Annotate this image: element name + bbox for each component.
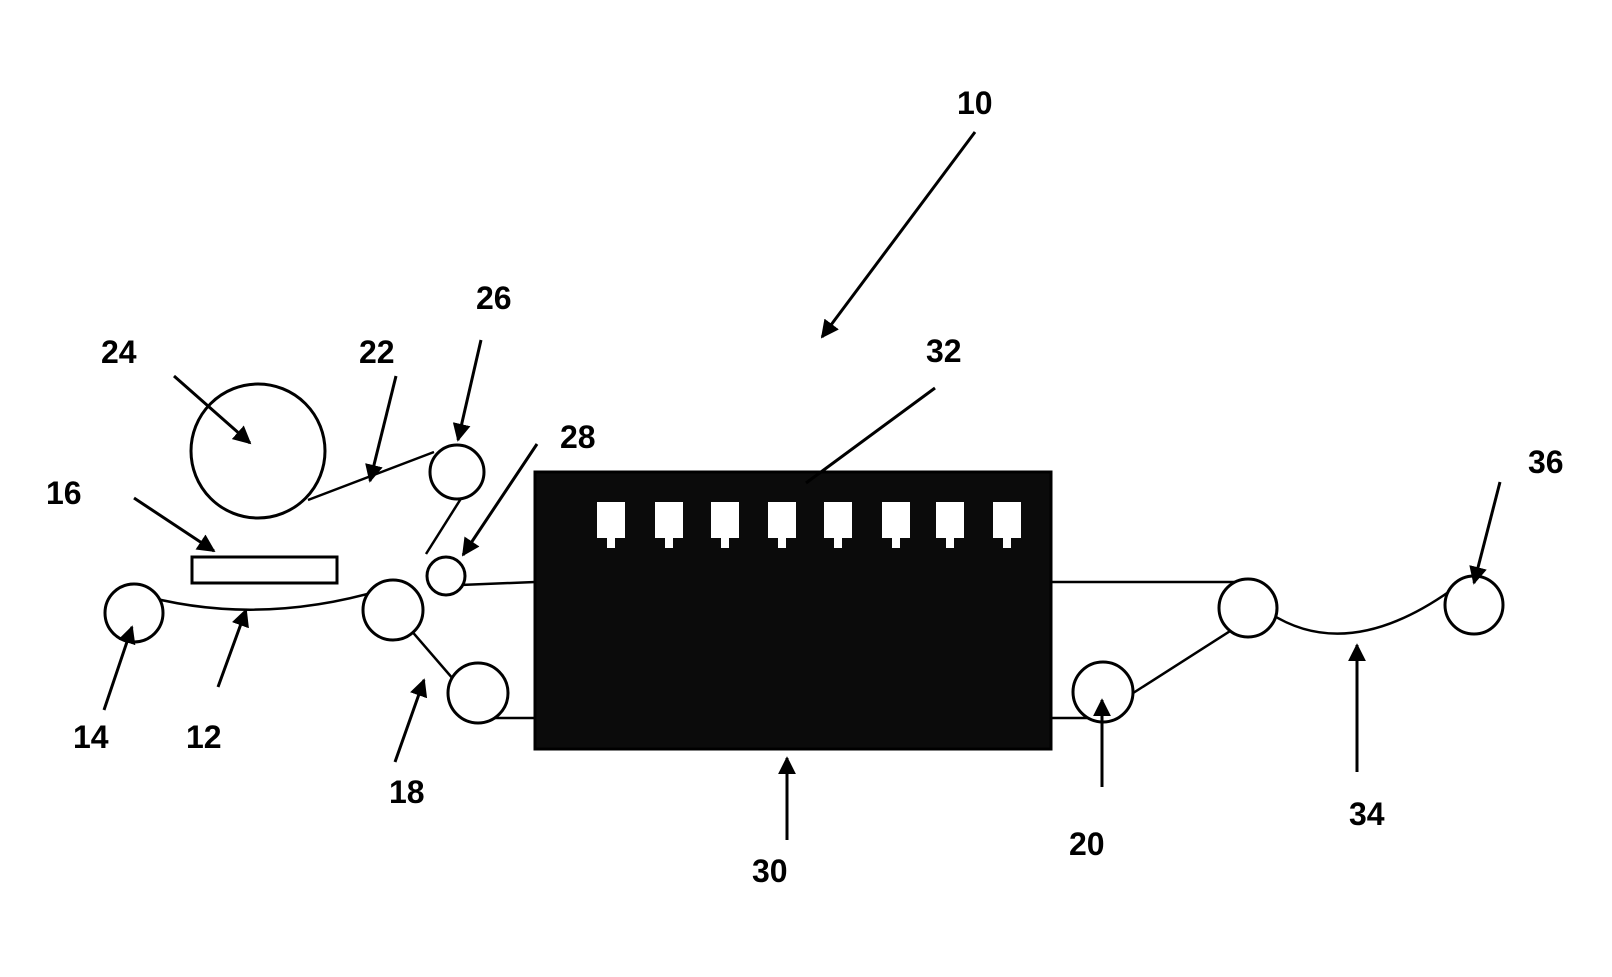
label-36: 36 (1528, 444, 1564, 480)
head-unit (824, 502, 852, 538)
plate-16 (192, 557, 337, 583)
arrow-26 (458, 340, 481, 440)
label-32: 32 (926, 333, 962, 369)
roller-36 (1445, 576, 1503, 634)
head-unit (768, 502, 796, 538)
label-12: 12 (186, 719, 222, 755)
head-unit (711, 502, 739, 538)
label-20: 20 (1069, 826, 1105, 862)
label-16: 16 (46, 475, 82, 511)
processing-chamber (535, 472, 1051, 749)
label-22: 22 (359, 334, 395, 370)
label-34: 34 (1349, 796, 1385, 832)
arrow-36 (1474, 482, 1500, 583)
head-unit (882, 502, 910, 538)
arrow-32 (806, 388, 935, 483)
label-10: 10 (957, 85, 993, 121)
roller-14 (105, 584, 163, 642)
head-unit (597, 502, 625, 538)
label-24: 24 (101, 334, 137, 370)
web-12 (134, 585, 398, 610)
supply-roll-24 (191, 384, 325, 518)
head-unit (655, 502, 683, 538)
roller-18-upper (363, 580, 423, 640)
arrow-16 (134, 498, 214, 551)
arrow-22 (370, 376, 396, 481)
roller-26 (430, 445, 484, 499)
roller-right-upper (1219, 579, 1277, 637)
label-30: 30 (752, 853, 788, 889)
head-unit (936, 502, 964, 538)
arrow-18 (395, 680, 424, 762)
web-34 (1268, 591, 1450, 634)
head-unit (993, 502, 1021, 538)
label-14: 14 (73, 719, 109, 755)
label-26: 26 (476, 280, 512, 316)
roller-18-lower (448, 663, 508, 723)
label-18: 18 (389, 774, 425, 810)
arrow-10 (822, 132, 975, 337)
arrow-12 (218, 610, 246, 687)
roller-28 (427, 557, 465, 595)
arrow-14 (104, 627, 132, 710)
label-28: 28 (560, 419, 596, 455)
